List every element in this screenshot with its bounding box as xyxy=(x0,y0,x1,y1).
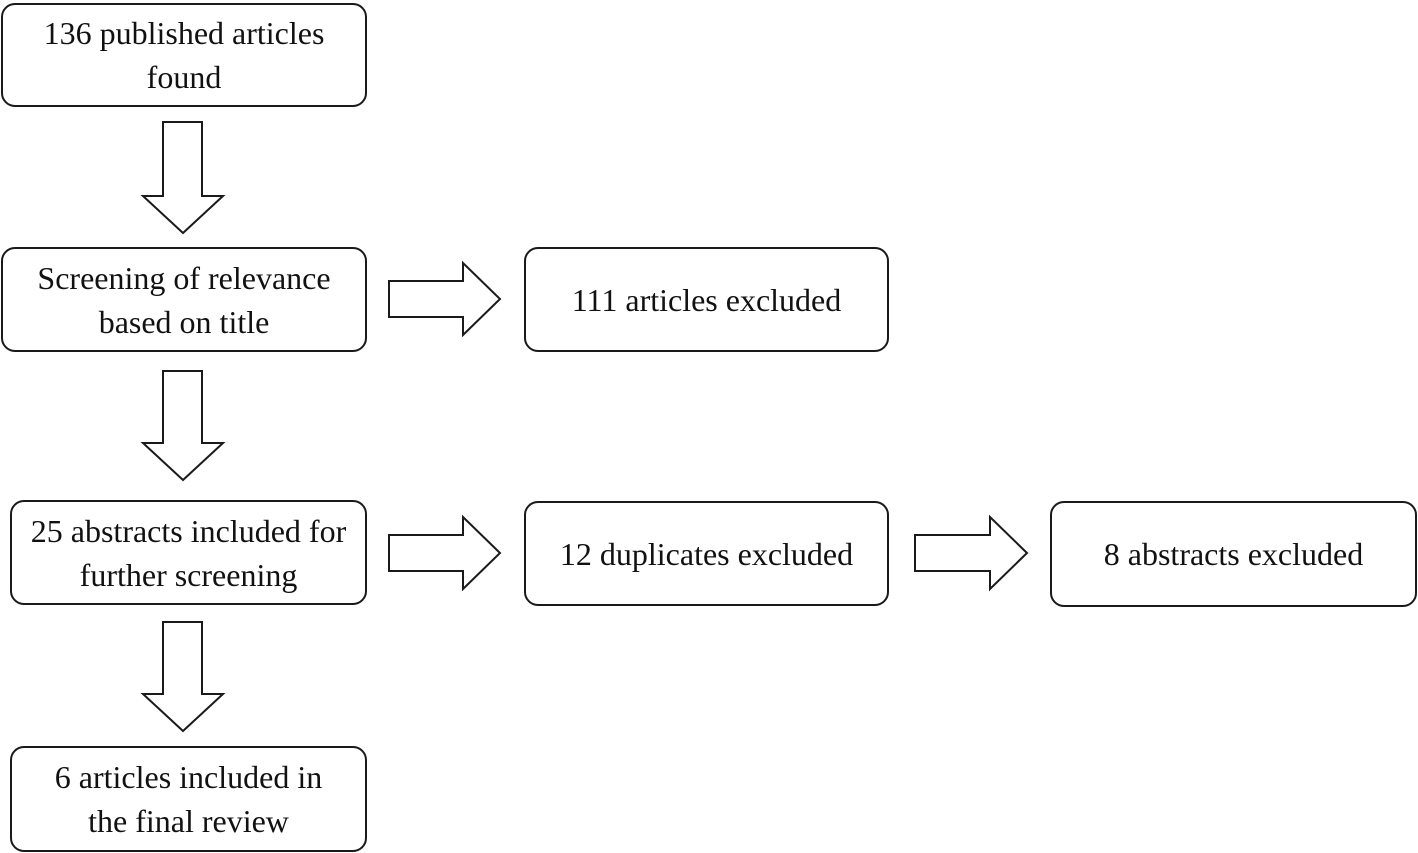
box-duplicates-excluded: 12 duplicates excluded xyxy=(524,501,889,606)
box-title-excluded: 111 articles excluded xyxy=(524,247,889,352)
arrow-right-1 xyxy=(388,260,502,338)
box-articles-found: 136 published articles found xyxy=(1,3,367,107)
box-abstracts-excluded: 8 abstracts excluded xyxy=(1050,501,1417,607)
arrow-right-3 xyxy=(914,514,1029,592)
box-abstracts-excluded-label: 8 abstracts excluded xyxy=(1103,536,1364,572)
arrow-down-2 xyxy=(140,370,226,482)
arrow-right-2 xyxy=(388,514,502,592)
box-abstracts-included-label: 25 abstracts included for further screen… xyxy=(30,512,347,593)
box-articles-found-label: 136 published articles found xyxy=(43,15,325,95)
arrow-down-3 xyxy=(140,621,226,733)
box-final-review: 6 articles included in the final review xyxy=(10,746,367,852)
box-screening-label: Screening of relevance based on title xyxy=(37,259,331,340)
box-abstracts-included: 25 abstracts included for further screen… xyxy=(10,500,367,605)
box-final-review-label: 6 articles included in the final review xyxy=(54,759,323,839)
box-duplicates-excluded-label: 12 duplicates excluded xyxy=(559,535,854,572)
box-title-excluded-label: 111 articles excluded xyxy=(571,281,842,318)
box-screening: Screening of relevance based on title xyxy=(1,247,367,352)
arrow-down-1 xyxy=(140,121,226,235)
